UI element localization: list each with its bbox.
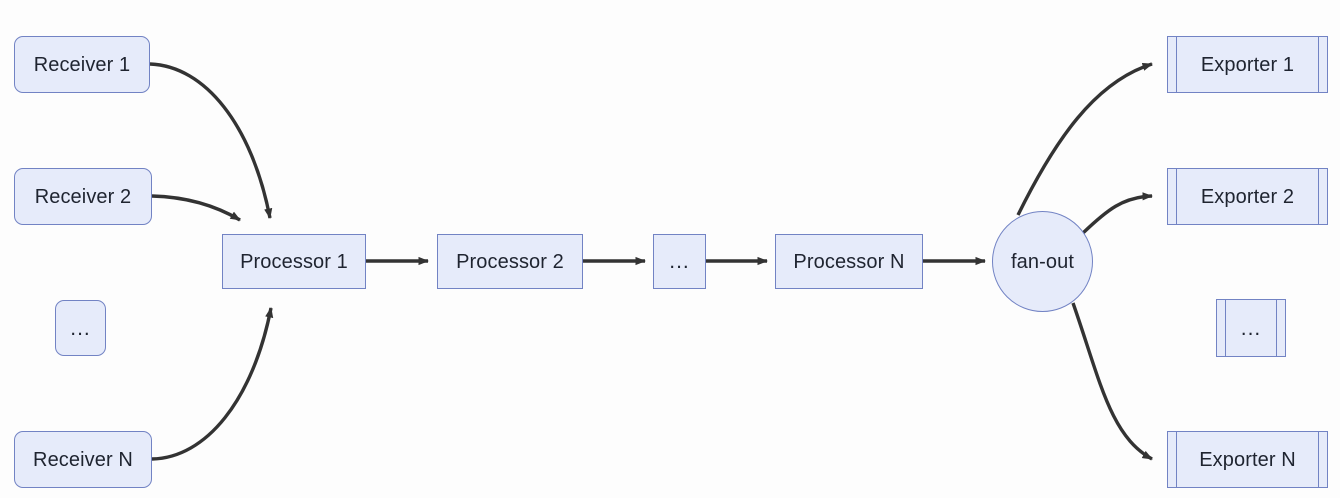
- node-exporter-2[interactable]: Exporter 2: [1167, 167, 1328, 226]
- node-receiver-n[interactable]: Receiver N: [14, 431, 152, 488]
- node-exporter-2-label: Exporter 2: [1200, 185, 1295, 208]
- edge-receiver-n-to-processor-1: [151, 307, 274, 461]
- node-processor-2-label: Processor 2: [456, 250, 564, 273]
- node-exporter-1[interactable]: Exporter 1: [1167, 35, 1328, 94]
- node-receiver-ellipsis[interactable]: ...: [55, 300, 106, 356]
- node-processor-n-label: Processor N: [793, 250, 905, 273]
- node-processor-2[interactable]: Processor 2: [437, 234, 583, 289]
- edge-fan-out-to-exporter-n: [1071, 302, 1153, 461]
- node-exporter-ellipsis[interactable]: ...: [1216, 298, 1286, 358]
- node-processor-1-label: Processor 1: [240, 250, 348, 273]
- node-receiver-1-label: Receiver 1: [33, 53, 131, 76]
- edge-receiver-1-to-processor-1: [149, 62, 273, 219]
- node-exporter-n-label: Exporter N: [1199, 448, 1296, 471]
- edge-fan-out-to-exporter-1: [1016, 62, 1153, 216]
- edge-fan-out-to-exporter-2: [1081, 192, 1153, 235]
- node-processor-n[interactable]: Processor N: [775, 234, 923, 289]
- node-receiver-n-label: Receiver N: [33, 448, 133, 471]
- edge-receiver-2-to-processor-1: [151, 194, 241, 222]
- node-receiver-1[interactable]: Receiver 1: [14, 36, 150, 93]
- node-processor-1[interactable]: Processor 1: [222, 234, 366, 289]
- node-receiver-2-label: Receiver 2: [34, 185, 132, 208]
- node-receiver-2[interactable]: Receiver 2: [14, 168, 152, 225]
- node-exporter-1-label: Exporter 1: [1200, 53, 1295, 76]
- node-receiver-ellipsis-label: ...: [70, 316, 91, 340]
- node-fan-out[interactable]: fan-out: [992, 211, 1093, 312]
- node-exporter-ellipsis-label: ...: [1240, 316, 1262, 340]
- node-processor-ellipsis-label: ...: [669, 250, 690, 273]
- node-fan-out-label: fan-out: [1011, 250, 1074, 273]
- node-processor-ellipsis[interactable]: ...: [653, 234, 706, 289]
- node-exporter-n[interactable]: Exporter N: [1167, 430, 1328, 489]
